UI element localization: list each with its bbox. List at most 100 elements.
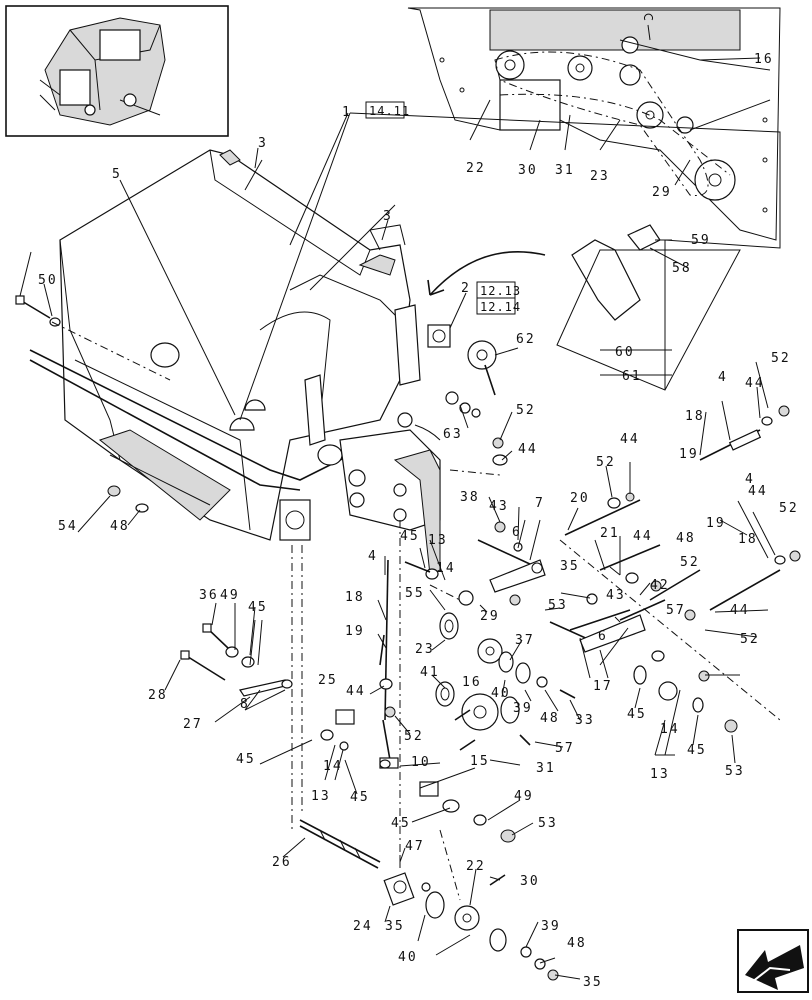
drive-chain-inset xyxy=(407,7,781,241)
callout-29b: 29 xyxy=(480,609,500,624)
callout-44d: 44 xyxy=(748,484,768,499)
leader-lines xyxy=(19,147,776,980)
callout-19: 19 xyxy=(679,447,699,462)
callout-44: 44 xyxy=(745,376,765,391)
callout-8: 8 xyxy=(240,697,250,712)
callout-6: 6 xyxy=(512,525,522,540)
callout-25: 25 xyxy=(318,673,338,688)
callout-labels: 1 2 3 3 4 4 4 5 6 6 7 8 10 13 13 13 13 1… xyxy=(38,52,797,990)
ref-label-14-11: 14.11 xyxy=(369,104,410,118)
callout-45: 45 xyxy=(400,529,420,544)
callout-4: 4 xyxy=(718,370,728,385)
callout-22b: 22 xyxy=(466,859,486,874)
callout-48d: 48 xyxy=(567,936,587,951)
assembly-arrow-icon xyxy=(429,251,546,296)
callout-23: 23 xyxy=(590,169,610,184)
callout-7: 7 xyxy=(535,496,545,511)
callout-36: 36 xyxy=(199,588,219,603)
callout-52f: 52 xyxy=(740,632,760,647)
callout-50: 50 xyxy=(38,273,58,288)
callout-14b: 14 xyxy=(323,759,343,774)
callout-31b: 31 xyxy=(536,761,556,776)
callout-39b: 39 xyxy=(541,919,561,934)
callout-52c: 52 xyxy=(596,455,616,470)
callout-35: 35 xyxy=(560,559,580,574)
callout-43b: 43 xyxy=(606,588,626,603)
callout-29: 29 xyxy=(652,185,672,200)
callout-30b: 30 xyxy=(520,874,540,889)
callout-4b: 4 xyxy=(368,549,378,564)
ref-box-12-14[interactable] xyxy=(476,297,516,315)
callout-53b: 53 xyxy=(725,764,745,779)
callout-39: 39 xyxy=(513,701,533,716)
callout-19b: 19 xyxy=(345,624,365,639)
callout-48: 48 xyxy=(110,519,130,534)
callout-14: 14 xyxy=(436,561,456,576)
callout-63: 63 xyxy=(443,427,463,442)
callout-18: 18 xyxy=(685,409,705,424)
callout-31: 31 xyxy=(555,163,575,178)
callout-21: 21 xyxy=(600,526,620,541)
callout-2: 2 xyxy=(461,281,471,296)
callout-13c: 13 xyxy=(650,767,670,782)
callout-52: 52 xyxy=(771,351,791,366)
callout-27: 27 xyxy=(183,717,203,732)
callout-60: 60 xyxy=(615,345,635,360)
callout-45d: 45 xyxy=(350,790,370,805)
callout-44c: 44 xyxy=(620,432,640,447)
callout-26: 26 xyxy=(272,855,292,870)
baler-main-frame xyxy=(29,149,441,576)
callout-17: 17 xyxy=(593,679,613,694)
callout-30: 30 xyxy=(518,163,538,178)
callout-44e: 44 xyxy=(633,529,653,544)
callout-45c: 45 xyxy=(236,752,256,767)
callout-44b: 44 xyxy=(518,442,538,457)
callout-62: 62 xyxy=(516,332,536,347)
callout-22: 22 xyxy=(466,161,486,176)
ref-label-12-13: 12.13 xyxy=(480,284,521,298)
callout-49: 49 xyxy=(220,588,240,603)
callout-40: 40 xyxy=(491,686,511,701)
callout-23b: 23 xyxy=(415,642,435,657)
callout-53c: 53 xyxy=(538,816,558,831)
callout-45e: 45 xyxy=(391,816,411,831)
callout-48b: 48 xyxy=(676,531,696,546)
callout-16: 16 xyxy=(754,52,774,67)
callout-52g: 52 xyxy=(404,729,424,744)
callout-44f: 44 xyxy=(730,603,750,618)
callout-45b: 45 xyxy=(248,600,268,615)
callout-3b: 3 xyxy=(383,209,393,224)
callout-16b: 16 xyxy=(462,675,482,690)
callout-33: 33 xyxy=(575,713,595,728)
callout-44g: 44 xyxy=(346,684,366,699)
ref-box-14-11[interactable] xyxy=(365,101,405,119)
callout-57b: 57 xyxy=(555,741,575,756)
callout-52b: 52 xyxy=(516,403,536,418)
callout-19c: 19 xyxy=(706,516,726,531)
callout-18c: 18 xyxy=(738,532,758,547)
callout-41: 41 xyxy=(420,665,440,680)
previous-page-arrow-icon[interactable] xyxy=(737,929,809,993)
callout-42: 42 xyxy=(650,578,670,593)
callout-37: 37 xyxy=(515,633,535,648)
callout-48c: 48 xyxy=(540,711,560,726)
callout-45f: 45 xyxy=(627,707,647,722)
callout-13: 13 xyxy=(428,533,448,548)
callout-3: 3 xyxy=(258,136,268,151)
callout-28: 28 xyxy=(148,688,168,703)
overview-thumbnail xyxy=(5,5,229,137)
callout-61: 61 xyxy=(622,369,642,384)
callout-45g: 45 xyxy=(687,743,707,758)
callout-53: 53 xyxy=(548,598,568,613)
callout-54: 54 xyxy=(58,519,78,534)
callout-40b: 40 xyxy=(398,950,418,965)
callout-20: 20 xyxy=(570,491,590,506)
callout-13b: 13 xyxy=(311,789,331,804)
callout-5: 5 xyxy=(112,167,122,182)
alignment-lines xyxy=(51,321,781,901)
reference-boxes: 14.11 12.13 12.14 xyxy=(365,101,521,315)
callout-24: 24 xyxy=(353,919,373,934)
callout-35c: 35 xyxy=(583,975,603,990)
callout-14c: 14 xyxy=(660,722,680,737)
